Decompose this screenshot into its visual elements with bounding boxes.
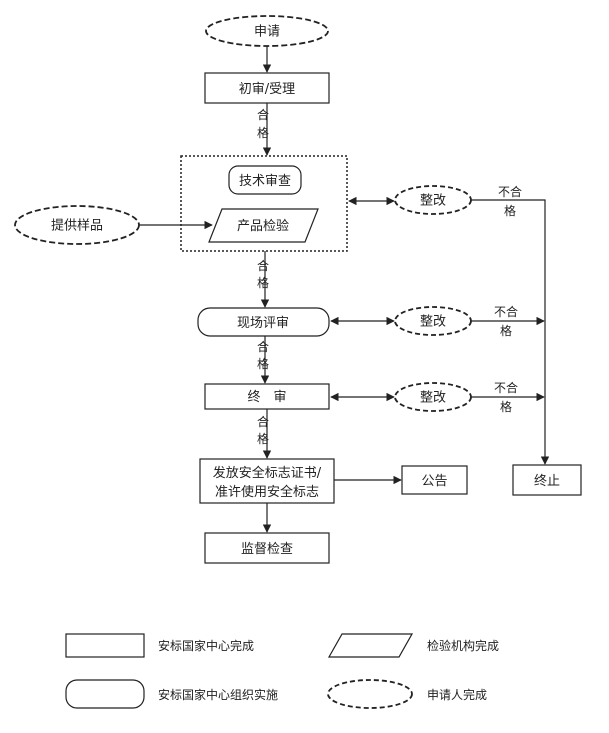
- node-final-review: 终 审: [204, 383, 330, 410]
- legend-rounded-label: 安标国家中心组织实施: [158, 687, 278, 702]
- node-provide-samples-label: 提供样品: [51, 218, 103, 234]
- legend-rounded-swatch: [65, 679, 145, 709]
- edge-fail-1-to-terminate: [471, 199, 550, 465]
- label-pass-2-a: 合: [257, 258, 269, 273]
- node-rectify-2-label: 整改: [420, 315, 446, 330]
- label-pass-1-b: 格: [257, 125, 269, 140]
- edge-labels: 合 格 合 格 合 格 合 格 不合 格 不合 格 不合 格: [257, 107, 522, 446]
- label-fail-3-b: 格: [500, 399, 512, 414]
- label-pass-3-a: 合: [257, 339, 269, 354]
- legend: 安标国家中心完成 检验机构完成 安标国家中心组织实施 申请人完成: [65, 633, 499, 709]
- node-tech-review-label: 技术审查: [239, 174, 291, 189]
- legend-parallelogram-label: 检验机构完成: [427, 638, 499, 653]
- node-terminate: 终止: [512, 464, 582, 496]
- node-rectify-2: 整改: [394, 306, 472, 336]
- node-terminate-label: 终止: [534, 473, 560, 489]
- node-issue-certificate-line2: 准许使用安全标志: [215, 484, 319, 500]
- label-fail-1-b: 格: [504, 203, 516, 218]
- node-initial-review-label: 初审/受理: [239, 82, 295, 97]
- node-rectify-1: 整改: [394, 185, 472, 215]
- node-supervise: 监督检查: [204, 532, 330, 564]
- label-pass-4-b: 格: [257, 431, 269, 446]
- label-pass-2-b: 格: [257, 275, 269, 290]
- node-site-assessment: 现场评审: [197, 307, 330, 337]
- node-site-assessment-label: 现场评审: [237, 316, 289, 331]
- node-issue-certificate: 发放安全标志证书/ 准许使用安全标志: [199, 458, 335, 504]
- node-initial-review: 初审/受理: [204, 72, 330, 104]
- legend-rect-label: 安标国家中心完成: [158, 638, 254, 653]
- legend-rect-swatch: [65, 633, 145, 658]
- tech-review-group: [180, 155, 348, 252]
- node-issue-certificate-line1: 发放安全标志证书/: [213, 465, 322, 481]
- node-rectify-3: 整改: [394, 382, 472, 412]
- node-final-review-label: 终 审: [247, 389, 286, 405]
- edges: [139, 46, 550, 533]
- legend-ellipse-label: 申请人完成: [427, 687, 487, 702]
- label-pass-3-b: 格: [257, 356, 269, 371]
- node-apply-label: 申请: [254, 25, 280, 40]
- node-supervise-label: 监督检查: [241, 542, 293, 557]
- label-fail-2-a: 不合: [494, 304, 518, 319]
- label-pass-1-a: 合: [257, 107, 269, 122]
- legend-parallelogram-swatch: [327, 633, 414, 658]
- node-rectify-1-label: 整改: [420, 194, 446, 209]
- node-product-test-label: 产品检验: [237, 218, 289, 234]
- label-fail-3-a: 不合: [494, 380, 518, 395]
- label-pass-4-a: 合: [257, 414, 269, 429]
- legend-ellipse-swatch: [327, 679, 413, 709]
- node-announce-label: 公告: [421, 474, 447, 489]
- node-rectify-3-label: 整改: [420, 391, 446, 406]
- node-provide-samples: 提供样品: [14, 205, 140, 245]
- node-announce: 公告: [401, 465, 468, 495]
- node-product-test: 产品检验: [208, 208, 319, 243]
- label-fail-1-a: 不合: [498, 184, 522, 199]
- node-tech-review: 技术审查: [228, 165, 302, 195]
- label-fail-2-b: 格: [500, 323, 512, 338]
- node-apply: 申请: [205, 15, 329, 47]
